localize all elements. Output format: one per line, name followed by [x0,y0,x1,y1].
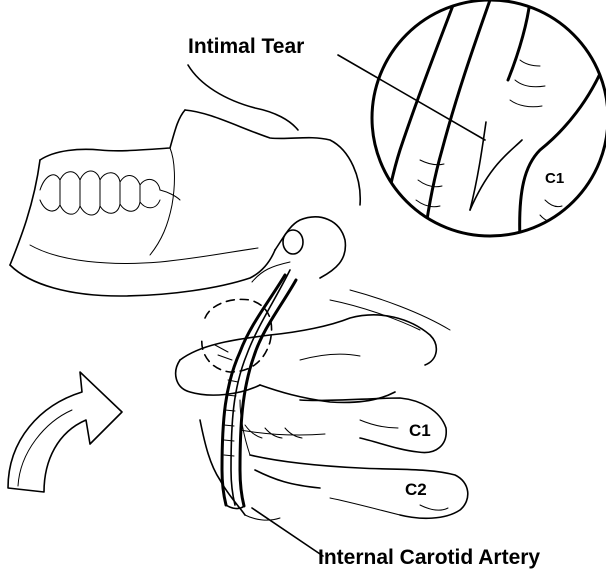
internal-carotid-artery-label: Internal Carotid Artery [318,547,540,568]
c1-vertebra-label: C1 [409,422,431,439]
intimal-tear-label: Intimal Tear [188,36,304,57]
c2-vertebra-label: C2 [405,481,427,498]
curved-arrow-icon [8,372,122,492]
inset-magnified-view [372,0,606,240]
mandible-drawing [10,65,360,296]
inset-c1-label: C1 [545,171,564,186]
label-leader-lines [252,55,485,556]
